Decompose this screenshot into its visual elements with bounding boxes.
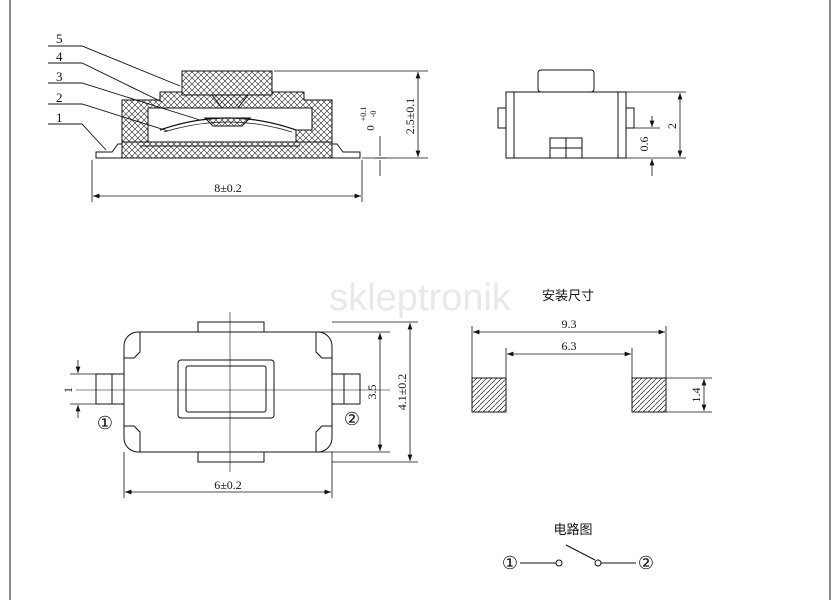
circuit-pin1: ①: [502, 553, 518, 573]
callout-5: 5: [56, 31, 63, 46]
dim-top-inner-label: 3.5: [365, 385, 379, 400]
dim-footprint-pad-label: 1.4: [689, 388, 703, 403]
callout-2: 2: [56, 90, 63, 105]
dim-end-height: [626, 91, 686, 176]
callout-1: 1: [56, 110, 63, 125]
end-view: [497, 69, 635, 159]
dim-footprint-inner-label: 6.3: [562, 339, 577, 353]
pin2-label: ②: [344, 409, 360, 429]
dim-footprint: [471, 326, 712, 413]
top-view: [95, 321, 361, 463]
dim-travel-minus: -0: [369, 111, 378, 118]
watermark-text: skleptronik: [329, 277, 512, 319]
dim-top-outer-label: 4.1±0.2: [395, 374, 409, 411]
dim-travel-plus: +0.1: [359, 107, 368, 122]
dim-side-width-label: 8±0.2: [214, 181, 242, 195]
dim-side-width: [91, 160, 363, 202]
callout-3: 3: [56, 69, 63, 84]
dim-top-width-label: 6±0.2: [214, 478, 242, 492]
side-section-view: [95, 70, 361, 159]
callout-labels: 5 4 3 2 1: [56, 31, 63, 125]
top-view-centerlines: [76, 312, 390, 472]
dim-end-height-label: 2: [665, 123, 679, 129]
footprint-title: 安装尺寸: [542, 289, 594, 304]
circuit-title: 电路图: [553, 522, 592, 538]
callout-leaders: [48, 45, 201, 151]
dim-side-height-label: 2.5±0.1: [403, 98, 417, 135]
footprint-pads: [471, 377, 667, 413]
pin1-label: ①: [97, 413, 113, 433]
circuit-symbol: [520, 544, 636, 567]
circuit-pin2: ②: [638, 553, 654, 573]
dim-footprint-outer-label: 9.3: [562, 317, 577, 331]
callout-4: 4: [56, 49, 63, 64]
dim-end-lead-label: 0.6: [637, 137, 651, 152]
dim-top: [70, 321, 418, 498]
dim-travel-label: 0: [365, 125, 377, 131]
dim-pin-label: 1: [61, 387, 75, 393]
dim-side-height: [274, 70, 428, 176]
